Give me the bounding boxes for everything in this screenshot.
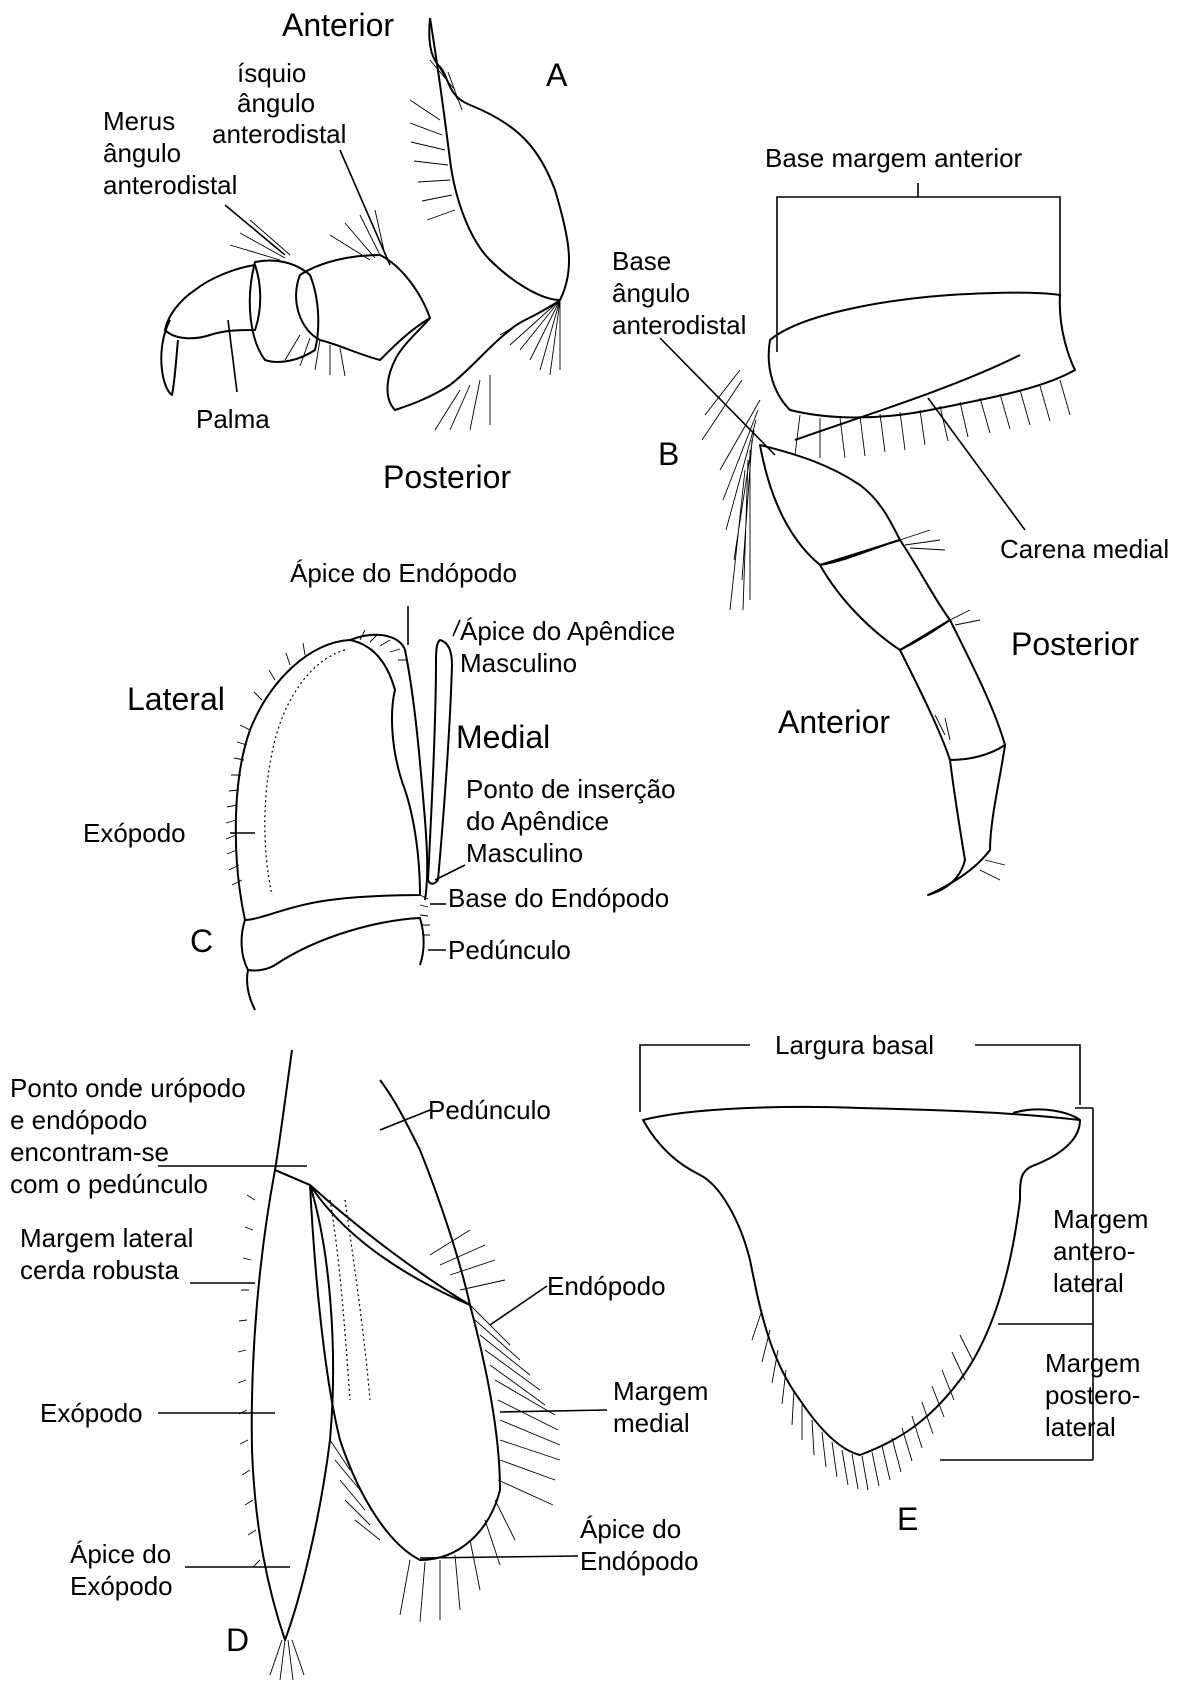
apice-exopodo-label-1: Ápice do: [70, 1539, 171, 1569]
panel-c: Ápice do Endópodo Ápice do Apêndice Masc…: [83, 558, 676, 1010]
margem-postero-label-3: lateral: [1045, 1412, 1116, 1442]
apice-apendice-label-1: Ápice do Apêndice: [460, 616, 675, 646]
margem-antero-label-3: lateral: [1053, 1268, 1124, 1298]
ponto-insercao-label-2: do Apêndice: [466, 806, 609, 836]
isquio-label-3: anterodistal: [212, 119, 346, 149]
panel-e-letter: E: [897, 1501, 918, 1537]
margem-antero-label-2: antero-: [1053, 1236, 1135, 1266]
panel-c-setae: [226, 630, 430, 935]
exopodo-c-label: Exópodo: [83, 818, 186, 848]
ponto-onde-label-3: encontram-se: [10, 1137, 169, 1167]
merus-label-3: anterodistal: [103, 170, 237, 200]
ponto-onde-label-1: Ponto onde urópodo: [10, 1073, 246, 1103]
apice-apendice-leader: [453, 620, 460, 636]
panel-e-setae: [752, 1310, 973, 1490]
apice-endopodo-d-label-2: Endópodo: [580, 1546, 699, 1576]
panel-c-peduncle-base: [247, 970, 255, 1010]
apice-apendice-label-2: Masculino: [460, 648, 577, 678]
panel-d: Ponto onde urópodo e endópodo encontram-…: [10, 1050, 708, 1680]
base-angulo-label-3: anterodistal: [612, 310, 746, 340]
margem-postero-label-1: Margem: [1045, 1348, 1140, 1378]
exopodo-d-label: Exópodo: [40, 1398, 143, 1428]
ponto-insercao-label-1: Ponto de inserção: [466, 774, 676, 804]
panel-a-dactylus-outline: [161, 320, 178, 395]
panel-e-telson: [643, 1107, 1080, 1455]
panel-a-basis-outline: [388, 18, 570, 410]
panel-b-dactylus-outline: [928, 745, 1005, 895]
carena-leader: [928, 398, 1025, 530]
panel-c-peduncle: [242, 918, 424, 971]
pedunculo-d-leader: [380, 1110, 430, 1130]
palma-label: Palma: [196, 404, 270, 434]
carena-label: Carena medial: [1000, 534, 1169, 564]
pedunculo-c-label: Pedúnculo: [448, 935, 571, 965]
panel-a-letter: A: [546, 57, 568, 93]
endopodo-d-label: Endópodo: [547, 1271, 666, 1301]
margem-postero-label-2: postero-: [1045, 1380, 1140, 1410]
merus-label-2: ângulo: [103, 138, 181, 168]
medial-label: Medial: [456, 719, 550, 755]
panel-b-letter: B: [658, 436, 679, 472]
isquio-label-1: ísquio: [237, 58, 306, 88]
panel-b-basis-outline: [769, 293, 1075, 418]
largura-bracket-left: [640, 1045, 750, 1112]
panel-d-peduncle: [275, 1050, 470, 1305]
panel-c-appendix-masculina: [428, 640, 452, 884]
panel-b-propodus-outline: [900, 620, 1005, 760]
base-angulo-label-2: ângulo: [612, 278, 690, 308]
panel-c-exopod-inner: [265, 650, 345, 895]
panel-b-setae: [702, 370, 1070, 880]
base-margem-label: Base margem anterior: [765, 143, 1023, 173]
isquio-label-2: ângulo: [237, 88, 315, 118]
panel-a-propodus-outline: [165, 265, 260, 338]
margem-lateral-label-1: Margem lateral: [20, 1223, 193, 1253]
panel-c-exopod-outline: [236, 640, 420, 920]
panel-a-posterior-label: Posterior: [383, 459, 511, 495]
margem-lateral-label-2: cerda robusta: [20, 1255, 180, 1285]
panel-d-endopod: [310, 1185, 500, 1560]
largura-basal-label: Largura basal: [775, 1030, 934, 1060]
largura-bracket-right: [975, 1045, 1080, 1105]
panel-d-exopod: [252, 1170, 333, 1640]
panel-e: Largura basal Margem antero- lateral Mar…: [640, 1030, 1148, 1537]
panel-b-anterior-label: Anterior: [778, 704, 890, 740]
margem-antero-label-1: Margem: [1053, 1204, 1148, 1234]
panel-b: Base margem anterior Base ângulo anterod…: [612, 143, 1169, 895]
panel-a-anterior-label: Anterior: [282, 7, 394, 43]
panel-b-posterior-label: Posterior: [1011, 626, 1139, 662]
panel-a: Anterior A ísquio ângulo anterodistal Me…: [103, 7, 569, 495]
base-angulo-label-1: Base: [612, 246, 671, 276]
apice-exopodo-label-2: Exópodo: [70, 1571, 173, 1601]
ponto-insercao-label-3: Masculino: [466, 838, 583, 868]
ponto-onde-label-2: e endópodo: [10, 1105, 147, 1135]
margem-medial-leader: [500, 1410, 607, 1412]
margem-medial-label-2: medial: [613, 1408, 690, 1438]
panel-b-carpus-outline: [820, 540, 950, 650]
pedunculo-d-label: Pedúnculo: [428, 1095, 551, 1125]
margem-medial-label-1: Margem: [613, 1376, 708, 1406]
apice-endopodo-d-label-1: Ápice do: [580, 1514, 681, 1544]
merus-label-1: Merus: [103, 106, 175, 136]
ponto-onde-label-4: com o pedúnculo: [10, 1169, 208, 1199]
isquio-leader: [340, 150, 390, 265]
apice-endopodo-c-label: Ápice do Endópodo: [290, 558, 517, 588]
panel-c-letter: C: [190, 923, 213, 959]
panel-d-letter: D: [226, 1622, 249, 1658]
merus-leader: [225, 205, 285, 255]
endopodo-d-leader: [490, 1286, 547, 1325]
panel-b-carina-line: [795, 355, 1020, 440]
base-endopodo-label: Base do Endópodo: [448, 883, 669, 913]
lateral-label: Lateral: [127, 681, 225, 717]
base-margem-bracket: [777, 197, 1060, 352]
